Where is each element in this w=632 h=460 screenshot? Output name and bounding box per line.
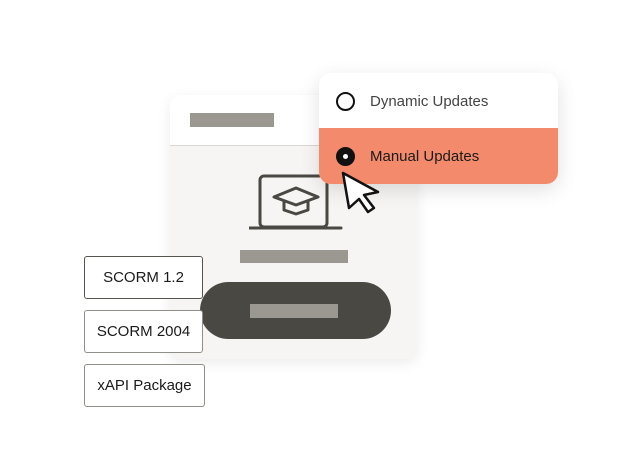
format-scorm-1-2[interactable]: SCORM 1.2 [84,256,203,299]
option-label: Dynamic Updates [370,92,489,110]
header-placeholder-bar [190,113,274,127]
button-placeholder-bar [250,304,338,318]
radio-selected-icon[interactable] [336,146,355,166]
option-label: Manual Updates [370,147,480,165]
title-placeholder-bar [240,250,348,263]
primary-action-button[interactable] [200,282,391,339]
option-manual-updates[interactable]: Manual Updates [319,128,558,184]
mouse-pointer-icon [341,171,380,214]
radio-unselected-icon[interactable] [336,91,355,111]
laptop-graduation-cap-icon [249,174,343,230]
update-mode-menu: Dynamic Updates Manual Updates [319,73,558,184]
format-scorm-2004[interactable]: SCORM 2004 [84,310,203,353]
option-dynamic-updates[interactable]: Dynamic Updates [319,73,558,129]
format-xapi-package[interactable]: xAPI Package [84,364,205,407]
